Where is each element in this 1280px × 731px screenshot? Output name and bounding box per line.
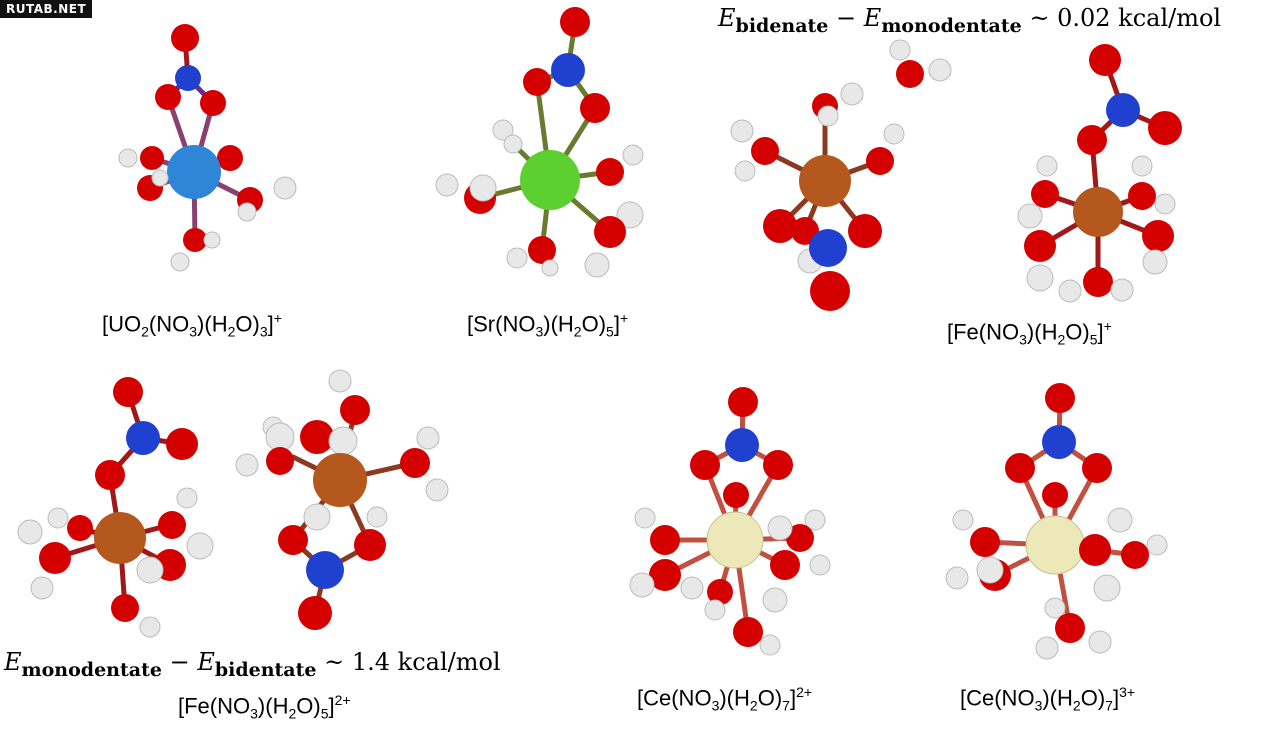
label-cerium-complex-3plus: [Ce(NO3)(H2O)7]3+ [960, 684, 1136, 714]
watermark: RUTAB.NET [0, 0, 93, 18]
molecule-strontium-nitrate [435, 7, 644, 278]
molecule-uranyl-nitrate [118, 24, 297, 272]
label-iron-complex-plus: [Fe(NO3)(H2O)5]+ [947, 318, 1112, 348]
label-strontium-complex: [Sr(NO3)(H2O)5]+ [467, 310, 629, 340]
label-uranyl-complex: [UO2(NO3)(H2O)3]+ [102, 310, 282, 340]
label-iron-complex-2plus: [Fe(NO3)(H2O)5]2+ [178, 692, 351, 722]
molecule-iron-nitrate [1017, 44, 1182, 303]
molecule-iron-nitrate-monodentate [17, 377, 214, 638]
molecule-iron-nitrate-water [730, 39, 952, 311]
molecule-iron-nitrate-bidentate [235, 369, 449, 630]
label-cerium-complex-2plus: [Ce(NO3)(H2O)7]2+ [637, 684, 813, 714]
energy-difference-bottom: Emonodentate − Ebidentate ~ 1.4 kcal/mol [4, 648, 501, 681]
molecule-cerium-nitrate-3plus [945, 383, 1168, 660]
molecule-cerium-nitrate-2plus [629, 387, 831, 656]
energy-difference-top: Ebidenate − Emonodentate ~ 0.02 kcal/mol [718, 4, 1222, 37]
